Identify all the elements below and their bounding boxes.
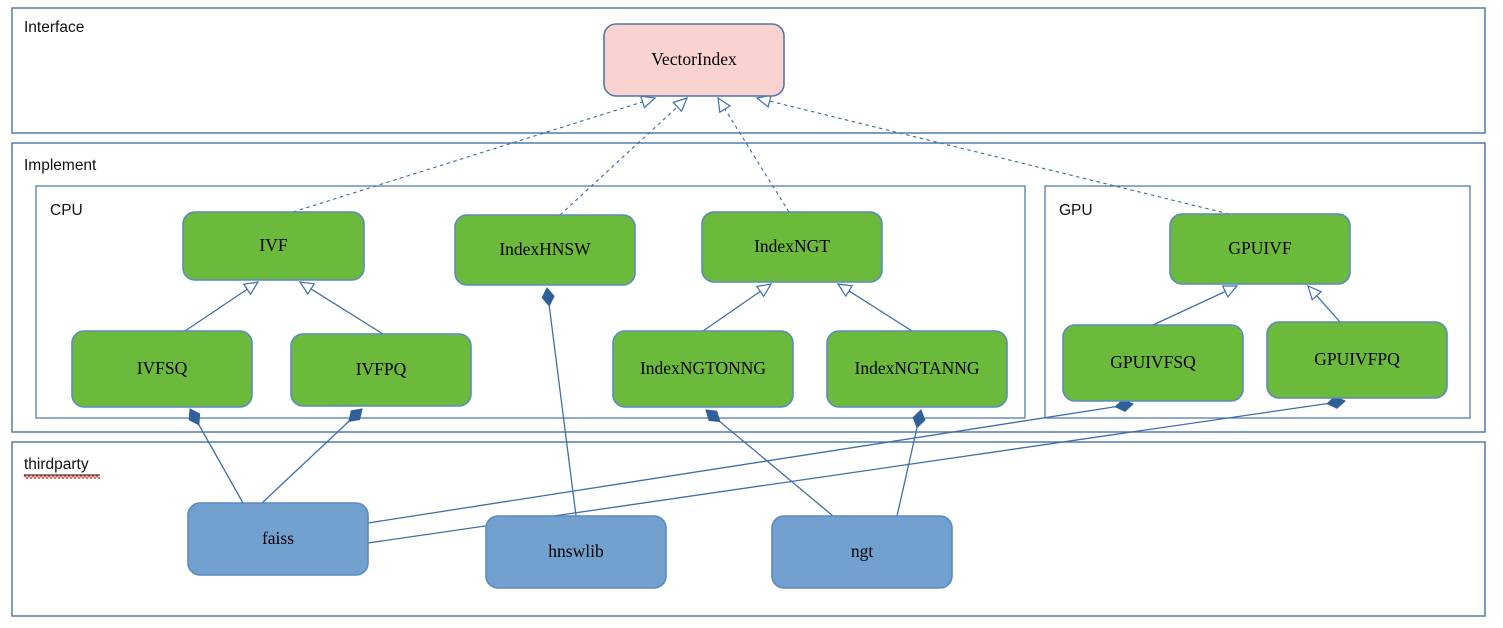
hollow-triangle-arrowhead-icon — [1221, 285, 1239, 299]
filled-diamond-composition-icon — [348, 408, 363, 422]
node-box-hnswlib[interactable] — [485, 515, 667, 589]
edge-ivfsq-to-ivf — [184, 281, 260, 332]
edge-gpuivfpq-to-gpuivf — [1307, 284, 1341, 323]
node-indexhnsw[interactable]: IndexHNSW — [454, 214, 636, 286]
edge-ngt-to-indexngtonng — [705, 409, 834, 517]
node-label-gpuivfsq: GPUIVFSQ — [1110, 352, 1196, 372]
node-label-gpuivfpq: GPUIVFPQ — [1314, 349, 1400, 369]
node-ivfpq[interactable]: IVFPQ — [290, 333, 472, 407]
edge-line — [705, 409, 834, 517]
edge-line — [367, 403, 1134, 524]
node-label-indexngt: IndexNGT — [754, 236, 830, 256]
edge-line — [184, 288, 248, 332]
filled-diamond-composition-icon — [912, 409, 926, 429]
edge-indexhnsw-to-vectorindex — [559, 97, 689, 216]
node-vectorindex[interactable]: VectorIndex — [603, 23, 785, 97]
group-label-implement: Implement — [24, 157, 97, 174]
hollow-triangle-arrowhead-icon — [717, 96, 732, 114]
group-label-interface: Interface — [24, 19, 84, 36]
node-hnswlib[interactable]: hnswlib — [485, 515, 667, 589]
group-label-gpu: GPU — [1059, 202, 1093, 219]
node-label-indexngtanng: IndexNGTANNG — [855, 358, 980, 378]
node-faiss[interactable]: faiss — [187, 502, 369, 576]
node-box-indexhnsw[interactable] — [454, 214, 636, 286]
edge-faiss-to-ivfpq — [261, 408, 363, 504]
node-box-ivfsq[interactable] — [71, 330, 253, 408]
edge-ngt-to-indexngtanng — [896, 409, 926, 517]
filled-diamond-composition-icon — [705, 409, 721, 423]
edge-hnswlib-to-indexhnsw — [541, 287, 577, 517]
hollow-triangle-arrowhead-icon — [836, 283, 854, 298]
edge-ivf-to-vectorindex — [292, 95, 657, 213]
edge-line — [848, 290, 913, 332]
node-ivfsq[interactable]: IVFSQ — [71, 330, 253, 408]
node-label-gpuivf: GPUIVF — [1228, 238, 1291, 258]
node-label-ivfpq: IVFPQ — [356, 359, 407, 379]
edge-line — [702, 290, 761, 332]
spellcheck-underline-thirdparty — [23, 474, 101, 480]
hollow-triangle-arrowhead-icon — [672, 97, 689, 113]
node-gpuivfsq[interactable]: GPUIVFSQ — [1062, 324, 1244, 402]
node-label-ngt: ngt — [851, 541, 874, 561]
hollow-triangle-arrowhead-icon — [755, 283, 773, 298]
node-gpuivfpq[interactable]: GPUIVFPQ — [1266, 321, 1448, 399]
edge-ivfpq-to-ivf — [298, 281, 384, 335]
node-label-ivf: IVF — [259, 235, 287, 255]
filled-diamond-composition-icon — [188, 408, 201, 426]
node-label-hnswlib: hnswlib — [548, 541, 604, 561]
node-ngt[interactable]: ngt — [771, 515, 953, 589]
edge-line — [310, 288, 384, 335]
group-label-cpu: CPU — [50, 202, 83, 219]
node-label-vectorindex: VectorIndex — [651, 49, 737, 69]
edge-line — [769, 100, 1230, 215]
node-box-indexngtonng[interactable] — [612, 330, 794, 408]
edge-line — [1152, 290, 1226, 326]
node-ivf[interactable]: IVF — [182, 211, 365, 281]
node-box-gpuivfsq[interactable] — [1062, 324, 1244, 402]
edge-line — [261, 408, 363, 504]
edge-line — [1316, 295, 1341, 323]
node-box-ivf[interactable] — [182, 211, 365, 281]
edge-line — [292, 101, 643, 213]
node-box-gpuivfpq[interactable] — [1266, 321, 1448, 399]
hollow-triangle-arrowhead-icon — [1307, 284, 1323, 301]
hollow-triangle-arrowhead-icon — [639, 95, 657, 109]
group-label-thirdparty: thirdparty — [24, 456, 89, 473]
node-box-vectorindex[interactable] — [603, 23, 785, 97]
node-box-ngt[interactable] — [771, 515, 953, 589]
node-box-gpuivf[interactable] — [1169, 213, 1351, 285]
edge-faiss-to-ivfsq — [188, 408, 244, 504]
node-box-indexngt[interactable] — [701, 211, 883, 283]
node-label-ivfsq: IVFSQ — [137, 358, 188, 378]
filled-diamond-composition-icon — [541, 287, 555, 307]
node-gpuivf[interactable]: GPUIVF — [1169, 213, 1351, 285]
edge-line — [724, 108, 790, 213]
hollow-triangle-arrowhead-icon — [298, 281, 316, 296]
node-indexngtanng[interactable]: IndexNGTANNG — [826, 330, 1008, 408]
edge-indexngtanng-to-indexngt — [836, 283, 913, 332]
node-box-faiss[interactable] — [187, 502, 369, 576]
node-indexngt[interactable]: IndexNGT — [701, 211, 883, 283]
edge-indexngtonng-to-indexngt — [702, 283, 773, 332]
hollow-triangle-arrowhead-icon — [242, 281, 260, 296]
edge-gpuivfsq-to-gpuivf — [1152, 285, 1239, 326]
edge-line — [559, 106, 678, 216]
edge-indexngt-to-vectorindex — [717, 96, 790, 213]
node-label-faiss: faiss — [262, 528, 294, 548]
node-box-indexngtanng[interactable] — [826, 330, 1008, 408]
node-label-indexhnsw: IndexHNSW — [499, 239, 591, 259]
node-box-ivfpq[interactable] — [290, 333, 472, 407]
edge-line — [546, 287, 577, 517]
node-label-indexngtonng: IndexNGTONNG — [640, 358, 766, 378]
node-indexngtonng[interactable]: IndexNGTONNG — [612, 330, 794, 408]
